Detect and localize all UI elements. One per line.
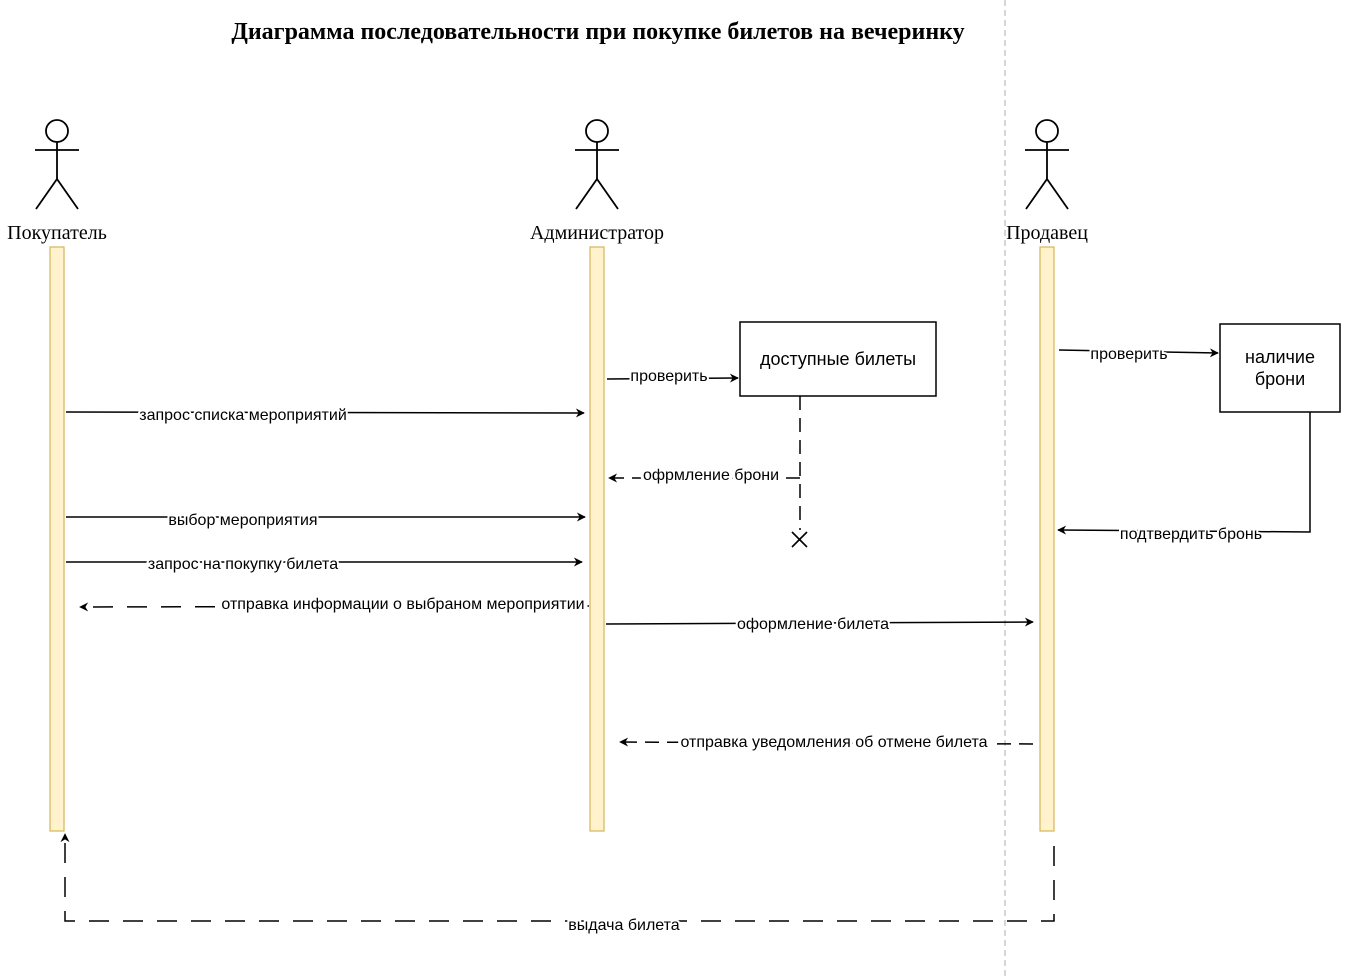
admin-stick-figure-icon xyxy=(575,119,619,210)
destroy-x-icon xyxy=(791,531,808,548)
box-available-tickets: доступные билеты xyxy=(739,321,937,397)
actor-buyer: Покупатель xyxy=(7,119,107,832)
msg-buy-request: запрос на покупку билета xyxy=(148,556,338,573)
msg-select-event: выбор мероприятия xyxy=(168,512,317,529)
actor-label-buyer: Покупатель xyxy=(7,222,107,244)
arrow-check-booking xyxy=(1058,348,1219,358)
box-booking-availability: наличие брони xyxy=(1219,323,1341,413)
msg-booking-issue: офрмление брони xyxy=(643,467,779,484)
msg-confirm-booking: подтвердить бронь xyxy=(1120,526,1262,543)
msg-hand-ticket: выдача билета xyxy=(568,917,680,934)
seller-stick-figure-icon xyxy=(1025,119,1069,210)
msg-check-booking: проверить xyxy=(1090,346,1167,363)
arrow-issue-ticket xyxy=(605,617,1034,627)
arrow-cancel-notice xyxy=(619,737,1034,747)
msg-check-available: проверить xyxy=(630,368,707,385)
lifeline-seller xyxy=(1039,246,1055,832)
arrow-hand-ticket xyxy=(60,833,1055,922)
buyer-stick-figure-icon xyxy=(35,119,79,210)
lifeline-admin xyxy=(589,246,605,832)
msg-issue-ticket: оформление билета xyxy=(737,616,889,633)
arrow-confirm-booking xyxy=(1057,412,1311,535)
actor-label-admin: Администратор xyxy=(530,222,664,244)
arrow-send-info xyxy=(79,602,590,612)
msg-request-events: запрос списка мероприятий xyxy=(139,407,347,424)
msg-send-info: отправка информации о выбраном мероприят… xyxy=(221,596,584,613)
actor-admin: Администратор xyxy=(530,119,664,832)
box-booking-line-1: наличие xyxy=(1245,347,1315,367)
arrow-request-events xyxy=(65,408,585,418)
msg-cancel-notice: отправка уведомления об отмене билета xyxy=(680,734,987,751)
box-booking-line-2: брони xyxy=(1255,369,1305,389)
arrow-check-available xyxy=(606,373,739,383)
diagram-title: Диаграмма последовательности при покупке… xyxy=(231,19,964,45)
box-available-tickets-label: доступные билеты xyxy=(760,349,916,369)
actor-label-seller: Продавец xyxy=(1006,222,1088,244)
lifeline-buyer xyxy=(49,246,65,832)
actor-seller: Продавец xyxy=(1006,119,1088,832)
